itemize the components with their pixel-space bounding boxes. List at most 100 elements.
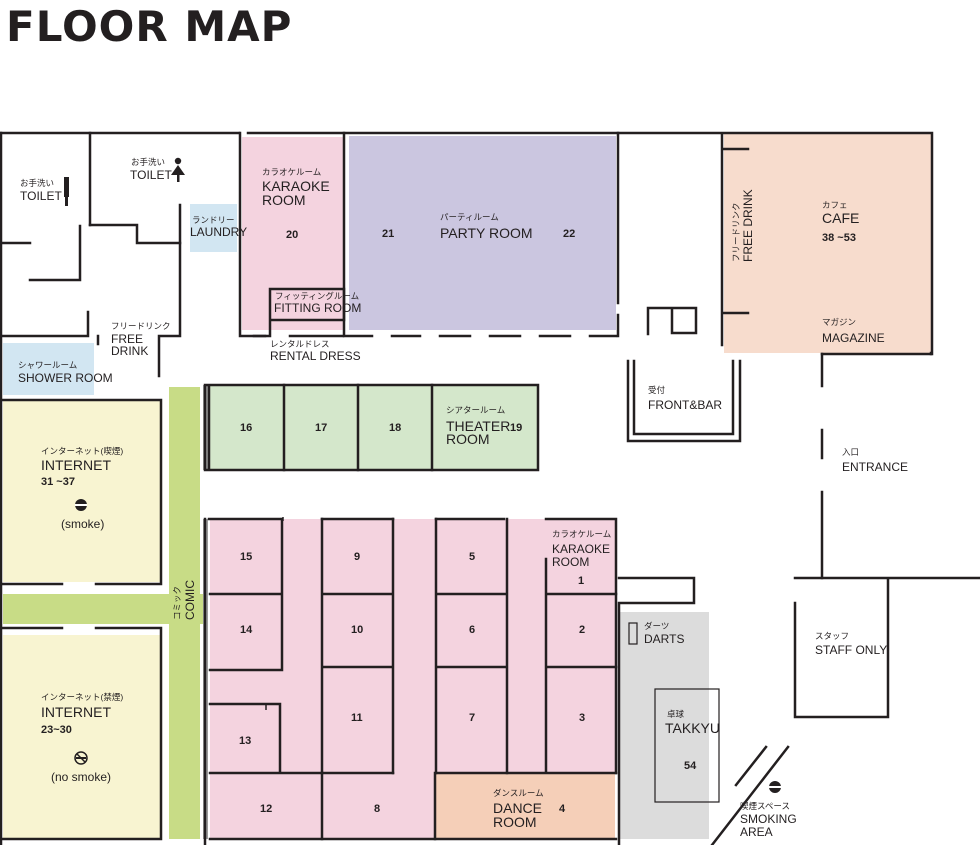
dance-en1: DANCE bbox=[493, 800, 542, 816]
internet-nosmoke-en: INTERNET bbox=[41, 704, 111, 720]
door-gaps bbox=[265, 517, 547, 710]
theater-num-16: 16 bbox=[240, 422, 252, 434]
darts-board bbox=[628, 622, 638, 645]
cafe-fill bbox=[724, 134, 931, 353]
internet-smoke-en: INTERNET bbox=[41, 457, 111, 473]
toilet-left-en: TOILET bbox=[20, 189, 62, 203]
karaoke-num-3: 3 bbox=[579, 712, 585, 724]
karaoke-num-14: 14 bbox=[240, 624, 253, 636]
smoking-area-jp: 喫煙スペース bbox=[740, 801, 790, 811]
party-num-21: 21 bbox=[382, 228, 394, 240]
karaoke-block-fill bbox=[210, 519, 616, 773]
labels: お手洗い TOILET お手洗い TOILET ランドリー LAUNDRY カラ… bbox=[18, 157, 908, 839]
karaoke20-en2: ROOM bbox=[262, 192, 306, 208]
free-drink-left-en1: FREE bbox=[111, 332, 143, 346]
darts-jp: ダーツ bbox=[644, 621, 669, 631]
fitting-en: FITTING ROOM bbox=[274, 301, 361, 315]
magazine-en: MAGAZINE bbox=[822, 331, 885, 345]
dance-en2: ROOM bbox=[493, 814, 537, 830]
internet-smoke-range: 31 ~37 bbox=[41, 476, 75, 488]
dance-jp: ダンスルーム bbox=[493, 788, 544, 798]
internet-nosmoke-fill bbox=[3, 635, 160, 838]
laundry-jp: ランドリー bbox=[192, 215, 235, 225]
darts-en: DARTS bbox=[644, 632, 684, 646]
smoking-area-en2: AREA bbox=[740, 825, 773, 839]
fitting-jp: フィッティングルーム bbox=[275, 291, 359, 301]
cafe-range: 38 ~53 bbox=[822, 232, 856, 244]
comic-column-fill bbox=[169, 387, 200, 839]
internet-nosmoke-range: 23~30 bbox=[41, 724, 72, 736]
men-toilet-icon bbox=[64, 177, 69, 206]
karaoke-num-10: 10 bbox=[351, 624, 363, 636]
shower-en: SHOWER ROOM bbox=[18, 371, 113, 385]
walls bbox=[0, 131, 980, 845]
internet-smoke-jp: インターネット(喫煙) bbox=[41, 446, 123, 456]
free-drink-cafe-en: FREE DRINK bbox=[741, 189, 755, 262]
internet-smoke-fill bbox=[3, 401, 160, 582]
staff-en: STAFF ONLY bbox=[815, 643, 887, 657]
karaoke-num-1: 1 bbox=[578, 575, 584, 587]
front-jp: 受付 bbox=[648, 385, 666, 395]
theater-fill bbox=[209, 385, 538, 470]
theater-en2: ROOM bbox=[446, 431, 490, 447]
internet-smoke-note: (smoke) bbox=[61, 517, 104, 531]
karaoke-num-13: 13 bbox=[239, 735, 251, 747]
comic-en: COMIC bbox=[183, 580, 197, 620]
karaoke-num-15: 15 bbox=[240, 551, 252, 563]
theater-num-19: 19 bbox=[510, 422, 522, 434]
karaoke-main-jp: カラオケルーム bbox=[552, 529, 611, 539]
smoking-icon bbox=[75, 499, 87, 511]
takkyu-jp: 卓球 bbox=[667, 709, 685, 719]
party-en: PARTY ROOM bbox=[440, 225, 533, 241]
darts-fill bbox=[619, 612, 709, 839]
entrance-jp: 入口 bbox=[842, 447, 859, 457]
karaoke-main-en1: KARAOKE bbox=[552, 542, 610, 556]
rental-jp: レンタルドレス bbox=[270, 339, 330, 349]
takkyu-en: TAKKYU bbox=[665, 720, 720, 736]
no-smoking-icon bbox=[74, 751, 88, 765]
takkyu-table bbox=[654, 688, 720, 803]
staff-jp: スタッフ bbox=[815, 631, 849, 641]
shower-fill bbox=[3, 343, 94, 395]
party-num-22: 22 bbox=[563, 228, 575, 240]
free-drink-left-jp: フリードリンク bbox=[111, 321, 171, 331]
entrance-en: ENTRANCE bbox=[842, 460, 908, 474]
dance-fill bbox=[436, 773, 615, 839]
toilet-left-jp: お手洗い bbox=[20, 178, 54, 188]
laundry-fill bbox=[190, 204, 237, 252]
karaoke-num-11: 11 bbox=[351, 712, 363, 724]
comic-jp: コミック bbox=[172, 586, 182, 620]
karaoke-main-en2: ROOM bbox=[552, 555, 589, 569]
magazine-jp: マガジン bbox=[822, 317, 856, 327]
toilet-right-jp: お手洗い bbox=[131, 157, 165, 167]
cafe-en: CAFE bbox=[822, 210, 859, 226]
theater-num-17: 17 bbox=[315, 422, 327, 434]
karaoke-num-12: 12 bbox=[260, 803, 272, 815]
karaoke20-jp: カラオケルーム bbox=[262, 167, 321, 177]
karaoke-20-fill bbox=[242, 137, 343, 330]
party-room-fill bbox=[349, 136, 616, 330]
karaoke-num-8: 8 bbox=[374, 803, 380, 815]
free-drink-cafe-jp: フリードリンク bbox=[731, 202, 741, 262]
toilet-right-en: TOILET bbox=[130, 168, 172, 182]
theater-jp: シアタールーム bbox=[446, 405, 505, 415]
karaoke-num-2: 2 bbox=[579, 624, 585, 636]
cafe-jp: カフェ bbox=[822, 200, 848, 210]
shower-jp: シャワールーム bbox=[18, 360, 77, 370]
internet-nosmoke-note: (no smoke) bbox=[51, 770, 111, 784]
women-toilet-icon bbox=[171, 157, 185, 182]
karaoke-num-5: 5 bbox=[469, 551, 475, 563]
karaoke20-en1: KARAOKE bbox=[262, 178, 330, 194]
karaoke-num-9: 9 bbox=[354, 551, 360, 563]
smoking-area-en1: SMOKING bbox=[740, 812, 797, 826]
front-en: FRONT&BAR bbox=[648, 398, 722, 412]
theater-num-18: 18 bbox=[389, 422, 401, 434]
page-title: FLOOR MAP bbox=[6, 2, 293, 51]
karaoke-num-6: 6 bbox=[469, 624, 475, 636]
rental-en: RENTAL DRESS bbox=[270, 349, 361, 363]
takkyu-num: 54 bbox=[684, 760, 697, 772]
smoking-area-icon bbox=[769, 781, 781, 793]
karaoke20-num: 20 bbox=[286, 229, 298, 241]
laundry-en: LAUNDRY bbox=[190, 225, 247, 239]
